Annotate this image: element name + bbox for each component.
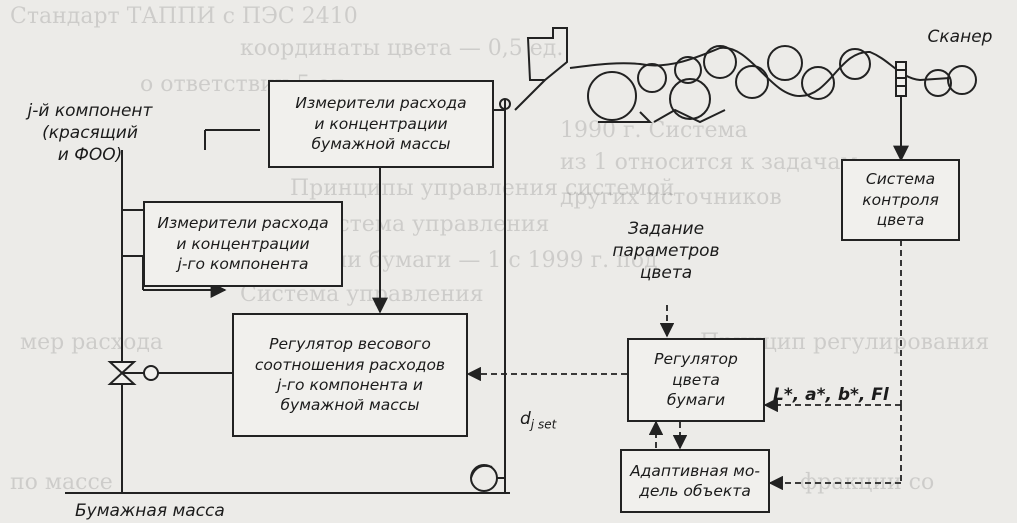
d-j-set-subscript: j set [530,417,557,432]
lab-values-label: L*, a*, b*, Fl [773,385,889,405]
adaptive-model-box: Адаптивная мо- дель объекта [620,449,770,513]
ratio-regulator-box: Регулятор весового соотношения расходов … [232,313,468,437]
component-label: j-й компонент (красящий и ФОО) [27,101,153,166]
component-flow-meters-box: Измерители расхода и концентрации j-го к… [143,201,343,287]
pulp-flow-meters-label: Измерители расхода и концентрации бумажн… [295,94,467,154]
color-regulator-label: Регулятор цвета бумаги [654,350,738,410]
paper-machine-icon [514,27,977,124]
pulp-flow-meters-box: Измерители расхода и концентрации бумажн… [268,80,494,168]
color-control-system-box: Система контроля цвета [841,159,960,241]
pulp-label: Бумажная масса [75,501,225,521]
color-regulator-box: Регулятор цвета бумаги [627,338,765,422]
pump-icon [470,464,505,492]
ratio-regulator-label: Регулятор весового соотношения расходов … [254,335,446,415]
color-setpoint-label: Задание параметров цвета [612,219,720,284]
color-control-system-label: Система контроля цвета [862,170,939,230]
scanner-label: Сканер [927,27,993,47]
control-valve-icon [107,361,232,385]
adaptive-model-label: Адаптивная мо- дель объекта [630,461,760,500]
component-flow-meters-label: Измерители расхода и концентрации j-го к… [157,214,329,274]
d-j-set-main: d [520,409,531,430]
d-j-set-label: dj set [520,386,556,433]
